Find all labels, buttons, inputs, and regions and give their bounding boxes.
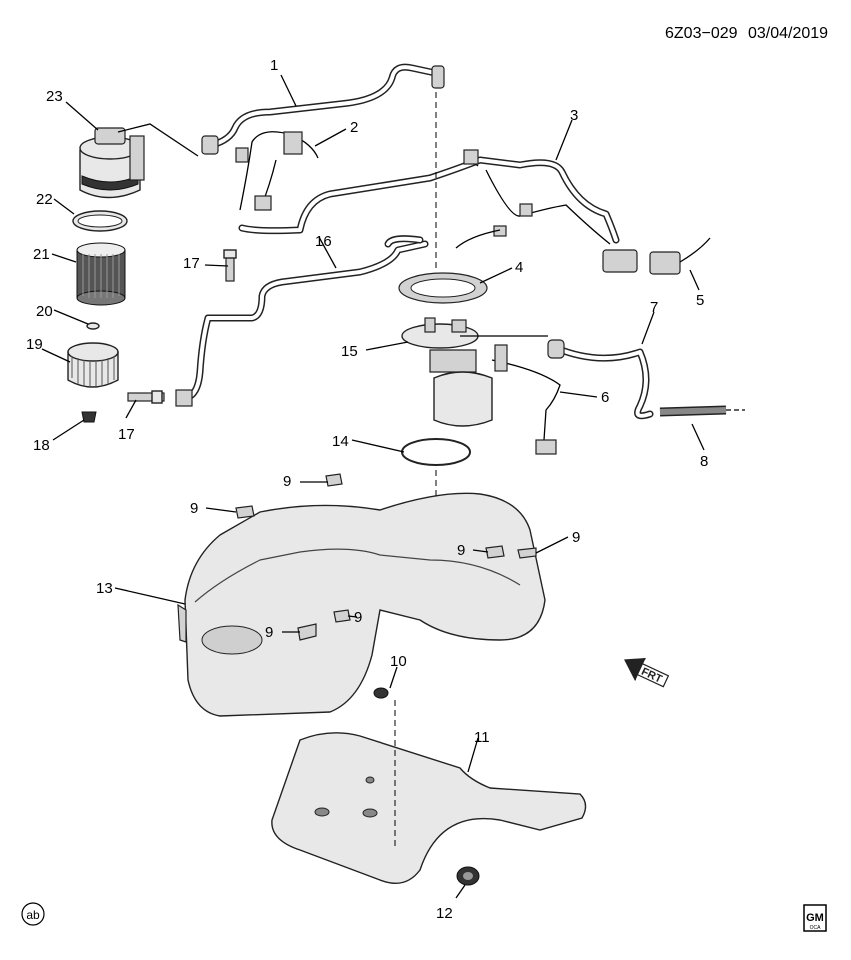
callout-20: 20 [36,303,53,320]
svg-text:GM: GM [806,912,824,924]
part-15-fuel-pump-module [401,317,561,455]
callout-15: 15 [341,343,358,360]
callout-10: 10 [390,653,407,670]
callout-21: 21 [33,246,50,263]
part-3-harness [238,149,711,275]
diagram-code: 6Z03−029 [665,25,738,42]
diagram-date: 03/04/2019 [748,25,828,42]
part-23-filter-housing [79,123,199,199]
callout-9-a: 9 [283,473,291,490]
part-16-fuel-line [175,235,429,407]
part-7-vent-hose [547,339,654,420]
callout-17-lower: 17 [118,426,135,443]
part-12-nut [456,866,480,886]
callout-9-c: 9 [457,542,465,559]
callout-5: 5 [696,292,704,309]
callout-17-upper: 17 [183,255,200,272]
svg-text:ab: ab [26,908,40,922]
callout-labels: 1 2 3 4 5 6 7 8 9 9 9 9 9 9 10 11 12 13 … [26,57,708,922]
callout-3: 3 [570,107,578,124]
callout-14: 14 [332,433,349,450]
part-1-fuel-line [201,63,445,155]
callout-1: 1 [270,57,278,74]
callout-9-d: 9 [572,529,580,546]
part-20-seal [86,322,100,330]
callout-8: 8 [700,453,708,470]
callout-2: 2 [350,119,358,136]
callout-9-b: 9 [190,500,198,517]
part-9-pads [235,473,537,641]
callout-16: 16 [315,233,332,250]
callout-4: 4 [515,259,523,276]
callout-7: 7 [650,299,658,316]
part-19-filter-bowl [67,342,119,388]
front-direction-arrow: FRT [624,657,670,688]
part-11-heat-shield [271,732,587,884]
part-17-hose-upper [223,249,237,282]
part-2-harness [235,131,319,211]
callout-23: 23 [46,88,63,105]
part-10-grommet [373,687,389,699]
callout-13: 13 [96,580,113,597]
gm-logo: GM OCA [803,904,827,932]
part-21-filter-element [76,242,126,306]
part-14-o-ring [401,438,471,466]
callout-9-f: 9 [265,624,273,641]
callout-12: 12 [436,905,453,922]
callout-9-e: 9 [354,609,362,626]
callout-18: 18 [33,437,50,454]
callout-11: 11 [474,729,490,746]
svg-text:OCA: OCA [810,925,822,931]
part-18-drain-plug [81,411,97,423]
ab-badge: ab [21,902,45,926]
callout-19: 19 [26,336,43,353]
part-13-fuel-tank [177,492,546,717]
part-4-lock-ring [398,272,488,304]
part-8-hose [659,405,745,417]
part-17-hose-lower [127,390,165,404]
callout-6: 6 [601,389,609,406]
callout-22: 22 [36,191,53,208]
leader-lines [41,74,705,899]
